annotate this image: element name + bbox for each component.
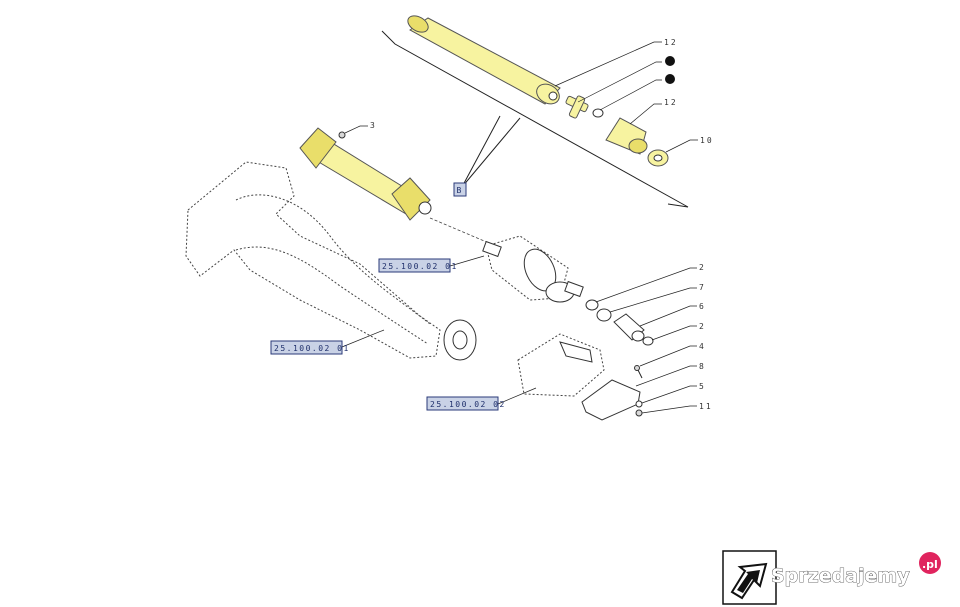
leader-ref-axle: [341, 329, 385, 348]
leader-12a: [554, 41, 662, 87]
callout-2-lower: 2: [699, 322, 706, 331]
callout-11: 11: [699, 402, 713, 411]
upper-drive-shaft: [407, 15, 561, 105]
svg-text:Sprzedajemy: Sprzedajemy: [771, 565, 910, 587]
callout-12-second: 12: [664, 98, 678, 107]
lower-drive-shaft: [299, 127, 432, 221]
universal-joint-cross: [565, 95, 589, 119]
detail-frame-end: [667, 203, 689, 208]
yoke-flange: [605, 117, 648, 155]
mounting-bracket: [517, 333, 605, 397]
leader-3: [344, 125, 368, 134]
seal-ring-2a: [585, 299, 599, 311]
detail-leader-right: [461, 117, 521, 188]
ref-box-upper[interactable]: 25.100.02 01: [378, 258, 458, 273]
leader-10: [665, 139, 698, 153]
bolt-3: [338, 131, 346, 139]
detail-ref-box[interactable]: B: [453, 182, 467, 197]
svg-text:.pl: .pl: [922, 558, 938, 571]
svg-text:B: B: [457, 186, 463, 195]
next-page-arrow-icon[interactable]: [722, 550, 777, 605]
leader-ref-upper: [449, 255, 485, 267]
callout-dot-2: [665, 74, 675, 84]
center-axis-line: [429, 217, 497, 247]
leader-ref-bracket: [497, 387, 537, 405]
leader-11: [641, 405, 697, 414]
callout-dot-1: [665, 56, 675, 66]
leader-2a: [595, 267, 697, 303]
ref-box-bracket[interactable]: 25.100.02 02: [426, 396, 506, 411]
leader-dot2: [599, 79, 662, 111]
leader-5: [641, 385, 697, 404]
leader-4: [639, 345, 697, 367]
callout-6: 6: [699, 302, 706, 311]
washer-5: [635, 400, 643, 408]
axle-housing: [185, 161, 477, 361]
leader-2b: [651, 325, 697, 341]
hub-assembly: [482, 235, 584, 303]
callout-12-top: 12: [664, 38, 678, 47]
svg-text:25.100.02 02: 25.100.02 02: [430, 400, 506, 409]
callout-10: 10: [700, 136, 714, 145]
seal-ring-7: [596, 308, 612, 322]
nut-11: [635, 409, 643, 417]
leader-dot1: [577, 61, 662, 103]
bushing-6: [613, 313, 645, 342]
callout-7: 7: [699, 283, 706, 292]
callout-3: 3: [370, 121, 377, 130]
guard-plate-8: [581, 379, 641, 421]
callout-4: 4: [699, 342, 706, 351]
svg-text:25.100.02 01: 25.100.02 01: [382, 262, 458, 271]
leader-7: [609, 287, 697, 313]
leader-8: [635, 365, 697, 387]
leader-6: [639, 305, 697, 327]
callout-8: 8: [699, 362, 706, 371]
detail-frame-line: [381, 30, 689, 208]
leader-12b: [629, 103, 662, 125]
watermark-logo: Sprzedajemy .pl: [771, 552, 941, 587]
nut-10: [647, 149, 669, 167]
snap-ring: [592, 108, 604, 118]
ref-box-axle[interactable]: 25.100.02 01: [270, 340, 350, 355]
seal-ring-2b: [642, 336, 654, 346]
detail-leader-left: [461, 115, 501, 188]
callout-2-upper: 2: [699, 263, 706, 272]
svg-text:25.100.02 01: 25.100.02 01: [274, 344, 350, 353]
screw-4: [634, 365, 643, 379]
callout-5: 5: [699, 382, 706, 391]
